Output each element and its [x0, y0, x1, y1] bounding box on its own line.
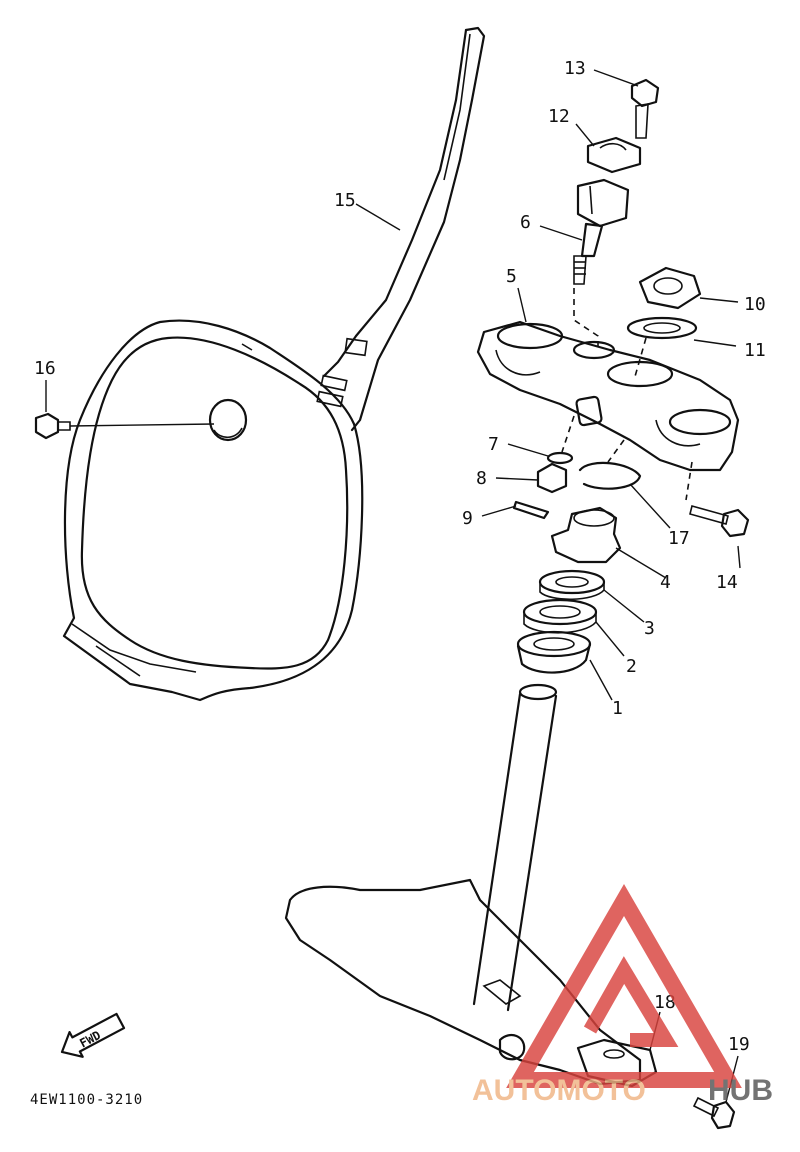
callout-12: 12 [548, 106, 570, 127]
callout-14: 14 [716, 572, 738, 593]
holder-cap [586, 136, 642, 174]
callout-15: 15 [334, 190, 356, 211]
leader-lines [45, 69, 741, 701]
callout-10: 10 [744, 294, 766, 315]
callout-11: 11 [744, 340, 766, 361]
circlip-17 [578, 439, 642, 490]
watermark-logo-icon [506, 884, 742, 1088]
fwd-arrow: FWD [60, 1012, 126, 1058]
callout-5: 5 [506, 266, 517, 287]
callout-7: 7 [488, 434, 499, 455]
bolt-13 [630, 78, 660, 139]
callout-2: 2 [626, 656, 637, 677]
callout-18: 18 [654, 992, 676, 1013]
callout-3: 3 [644, 618, 655, 639]
callout-16: 16 [34, 358, 56, 379]
callout-19: 19 [728, 1034, 750, 1055]
nut-8 [536, 462, 568, 494]
callout-8: 8 [476, 468, 487, 489]
callout-9: 9 [462, 508, 473, 529]
watermark: AUTOMOTO HUB [472, 884, 773, 1107]
nut-10 [638, 266, 702, 310]
steering-stem [284, 683, 642, 1086]
diagram-code: 4EW1100-3210 [30, 1092, 143, 1108]
pin-9 [512, 500, 550, 520]
washer-7 [546, 415, 575, 465]
seal-1 [516, 630, 592, 674]
callout-6: 6 [520, 212, 531, 233]
callout-labels: 13 12 6 5 10 11 7 8 9 17 14 4 3 2 1 15 1… [34, 58, 766, 1055]
callout-17: 17 [668, 528, 690, 549]
bearing-cover-3 [538, 569, 606, 601]
callout-13: 13 [564, 58, 586, 79]
watermark-text-left: AUTOMOTO [472, 1074, 646, 1107]
washer-11 [626, 316, 698, 381]
fwd-label: FWD [77, 1028, 103, 1051]
handlebar-holder [573, 178, 630, 352]
watermark-text-right: HUB [708, 1074, 773, 1107]
upper-bracket [476, 320, 740, 472]
bolt-16 [34, 412, 215, 440]
ring-nut-4 [550, 506, 622, 564]
number-plate [62, 26, 486, 702]
bearing-2 [522, 598, 598, 634]
bolt-14 [685, 461, 750, 538]
callout-4: 4 [660, 572, 671, 593]
callout-1: 1 [612, 698, 623, 719]
